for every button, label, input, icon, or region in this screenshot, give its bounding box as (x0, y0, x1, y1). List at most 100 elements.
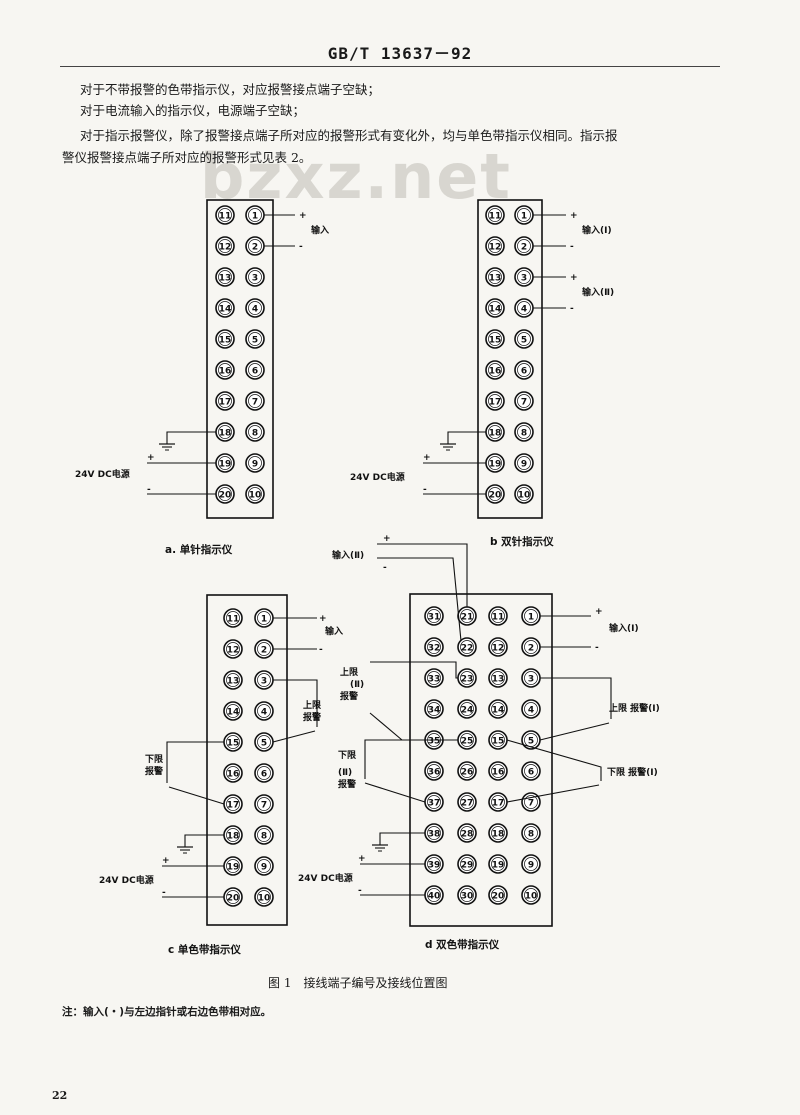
terminal-label-20: 20 (489, 491, 502, 501)
terminal-label-4: 4 (252, 305, 258, 315)
terminal-label-37: 37 (428, 799, 441, 809)
diagram-b-ground-wire (447, 431, 486, 436)
terminal-label-6: 6 (252, 367, 258, 377)
terminal-label-3: 3 (528, 675, 534, 685)
terminal-label-35: 35 (428, 737, 441, 747)
terminal-label-4: 4 (521, 305, 527, 315)
terminal-ring-2 (517, 239, 531, 253)
terminal-ring-2 (524, 640, 538, 654)
diagram-b-input2-plus-sign: + (570, 273, 578, 283)
diagram-c-power-label: 24V DC电源 (99, 874, 154, 886)
diagram-d-upper2-label-2: (Ⅱ) (350, 680, 364, 690)
terminal-ring-27 (460, 795, 474, 809)
diagram-d-caption: d 双色带指示仪 (425, 938, 500, 951)
terminal-ring-1 (257, 611, 271, 625)
diagram-a-input-plus-sign: + (299, 211, 307, 221)
terminal-label-25: 25 (461, 737, 474, 747)
diagram-b-power-minus-sign: - (423, 485, 427, 495)
diagram-d-box (409, 593, 553, 927)
diagram-c-input-minus-sign: - (319, 645, 323, 655)
terminal-ring-11 (218, 208, 232, 222)
terminal-ring-38 (427, 826, 441, 840)
terminal-label-32: 32 (428, 644, 441, 654)
terminal-ring-15 (491, 733, 505, 747)
diagram-c-power-minus-sign: - (162, 888, 166, 898)
terminal-ring-19 (226, 859, 240, 873)
diagram-d-lower1-wire-b (506, 784, 600, 803)
terminal-label-5: 5 (528, 737, 534, 747)
terminal-ring-32 (427, 640, 441, 654)
terminal-label-13: 13 (489, 274, 502, 284)
terminal-label-2: 2 (528, 644, 534, 654)
paragraph-2: 对于电流输入的指示仪，电源端子空缺； (80, 103, 306, 118)
diagram-b-caption: b 双针指示仪 (490, 535, 554, 548)
diagram-d-upper1-wire-b (539, 722, 610, 741)
terminal-ring-17 (226, 797, 240, 811)
terminal-ring-16 (226, 766, 240, 780)
terminal-label-2: 2 (261, 646, 267, 656)
diagram-b-input2-label: 输入(Ⅱ) (582, 286, 614, 298)
terminal-label-5: 5 (252, 336, 258, 346)
terminal-label-18: 18 (219, 429, 232, 439)
terminal-ring-11 (491, 609, 505, 623)
diagram-d-upper2-label-1: 上限 (340, 666, 359, 678)
diagram-c-lower-wire-a (166, 741, 224, 783)
terminal-label-33: 33 (428, 675, 441, 685)
terminal-ring-19 (488, 456, 502, 470)
terminal-ring-16 (488, 363, 502, 377)
diagram-c-input-label: 输入 (325, 625, 343, 637)
terminal-label-11: 11 (492, 613, 505, 623)
terminal-ring-7 (524, 795, 538, 809)
terminal-ring-6 (257, 766, 271, 780)
terminal-label-28: 28 (461, 830, 474, 840)
terminal-ring-5 (248, 332, 262, 346)
terminal-label-9: 9 (261, 863, 267, 873)
terminal-label-16: 16 (227, 770, 240, 780)
terminal-label-17: 17 (227, 801, 240, 811)
terminal-ring-24 (460, 702, 474, 716)
terminal-ring-30 (460, 888, 474, 902)
terminal-ring-22 (460, 640, 474, 654)
diagram-d-power-plus-sign: + (358, 854, 366, 864)
terminal-label-18: 18 (227, 832, 240, 842)
terminal-ring-15 (488, 332, 502, 346)
diagram-c-ground-wire (184, 834, 224, 839)
diagram-a-power-plus-sign: + (147, 453, 155, 463)
terminal-ring-9 (248, 456, 262, 470)
terminal-label-9: 9 (252, 460, 258, 470)
terminal-ring-15 (218, 332, 232, 346)
diagram-b-input1-label: 输入(Ⅰ) (582, 224, 612, 236)
terminal-ring-18 (226, 828, 240, 842)
terminal-ring-8 (257, 828, 271, 842)
diagram-d-lower1-label: 下限 报警(Ⅰ) (607, 766, 658, 778)
terminal-ring-18 (491, 826, 505, 840)
terminal-ring-7 (248, 394, 262, 408)
terminal-label-10: 10 (518, 491, 531, 501)
terminal-ring-16 (218, 363, 232, 377)
diagram-d-power-minus-sign: - (358, 886, 362, 896)
diagram-d-lower2-label-1: 下限 (338, 750, 357, 761)
diagram-b-input2-minus-sign: - (570, 304, 574, 314)
terminal-label-18: 18 (489, 429, 502, 439)
terminal-ring-14 (226, 704, 240, 718)
terminal-label-1: 1 (528, 613, 534, 623)
diagram-b-power-plus-sign: + (423, 453, 431, 463)
diagram-d-input1-label: 输入(Ⅰ) (609, 622, 639, 634)
paragraph-1: 对于不带报警的色带指示仪，对应报警接点端子空缺； (80, 82, 381, 97)
terminal-ring-25 (460, 733, 474, 747)
diagram-d-upper2-wire-b (369, 712, 458, 741)
terminal-label-18: 18 (492, 830, 505, 840)
terminal-ring-4 (517, 301, 531, 315)
diagram-d-input1-minus-sign: - (595, 643, 599, 653)
terminal-ring-12 (488, 239, 502, 253)
terminal-label-8: 8 (261, 832, 267, 842)
terminal-ring-7 (257, 797, 271, 811)
diagram-d-upper2-label-3: 报警 (340, 690, 358, 702)
terminal-ring-31 (427, 609, 441, 623)
diagram-d-power-label: 24V DC电源 (298, 872, 353, 884)
terminal-ring-13 (488, 270, 502, 284)
terminal-label-8: 8 (252, 429, 258, 439)
terminal-ring-20 (488, 487, 502, 501)
terminal-label-10: 10 (258, 894, 271, 904)
